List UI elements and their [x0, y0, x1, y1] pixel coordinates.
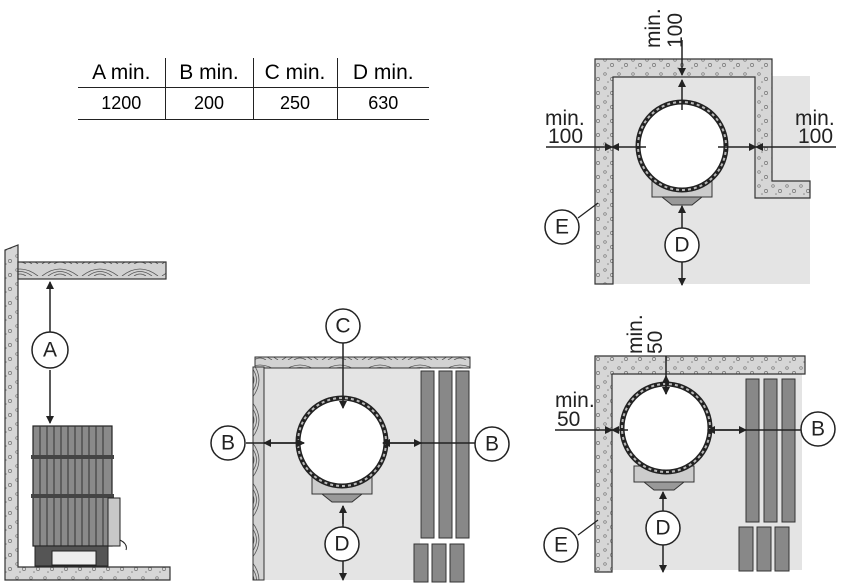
label-a: A [43, 339, 57, 362]
value-b: 200 [165, 87, 254, 120]
label-e-bottom: E [554, 534, 568, 557]
label-d-corner-2: D [655, 517, 670, 540]
header-d-min: D min. [337, 58, 429, 88]
header-b-min: B min. [165, 58, 254, 88]
wall-and-floor [4, 244, 171, 581]
corner-walls [594, 58, 811, 285]
ceiling-panel [17, 261, 167, 280]
clearance-table: A min. B min. C min. D min. 1200 200 250… [78, 58, 429, 120]
side-view: A [4, 244, 171, 581]
benches-2 [738, 378, 796, 572]
heater-side [31, 425, 127, 567]
corner-bench-plan-view: B D E min. 50 min. 50 [543, 314, 836, 573]
label-b-left: B [221, 432, 235, 455]
label-d-corner: D [674, 234, 689, 257]
header-a-min: A min. [78, 58, 166, 88]
label-b-corner: B [811, 418, 825, 441]
right-clearance-min-label: min. [795, 107, 835, 130]
top-clearance-min-label-2: min. [624, 314, 647, 354]
right-clearance-value: 100 [798, 125, 833, 148]
corner-plan-view: D E min. 100 min. 100 min. 100 [544, 8, 836, 286]
left-clearance-min-label: min. [545, 107, 585, 130]
header-c-min: C min. [253, 58, 338, 88]
top-clearance-value: 100 [664, 13, 687, 48]
top-wall-wood [254, 356, 471, 369]
left-clearance-min-label-2: min. [555, 389, 595, 412]
label-b-right: B [485, 433, 499, 456]
benches [413, 370, 470, 583]
value-a: 1200 [78, 87, 166, 120]
label-e-top: E [555, 216, 569, 239]
left-wall-wood [252, 366, 265, 581]
value-c: 250 [253, 87, 338, 120]
label-a-circle [31, 331, 69, 369]
value-d: 630 [337, 87, 429, 120]
top-clearance-min-label: min. [642, 8, 665, 48]
table-value-row: 1200 200 250 630 [78, 87, 429, 120]
label-d-center: D [334, 533, 349, 556]
center-plan-view: C B B D [210, 308, 510, 583]
heater-corner [635, 99, 729, 206]
left-clearance-value: 100 [548, 125, 583, 148]
table-header-row: A min. B min. C min. D min. [78, 58, 429, 88]
left-clearance-value-2: 50 [557, 408, 580, 431]
heater-plan [295, 395, 389, 503]
label-c: C [335, 315, 350, 338]
corner-walls-2 [594, 355, 806, 573]
top-clearance-value-2: 50 [644, 331, 667, 354]
